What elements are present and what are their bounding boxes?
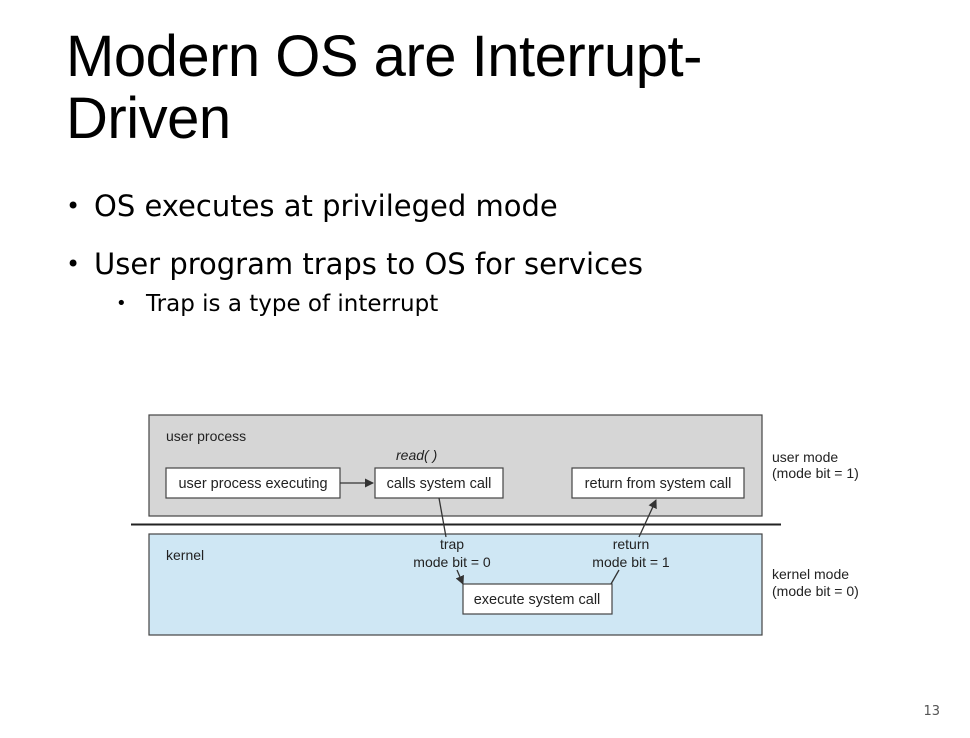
kernel-mode-label-line1: kernel mode [772, 566, 849, 582]
trap-label-line2: mode bit = 0 [413, 554, 491, 570]
bullet-text: OS executes at privileged mode [94, 189, 558, 223]
trap-label-line1: trap [440, 536, 464, 552]
user-process-executing-box [165, 467, 341, 499]
return-from-system-call-label: return from system call [585, 476, 732, 492]
bullet-dot-icon: • [66, 250, 81, 278]
user-process-executing-label: user process executing [178, 476, 327, 492]
user-mode-label-line1: user mode [772, 449, 838, 465]
handwritten-read-annotation: read( ) [396, 447, 437, 463]
kernel-region-label: kernel [166, 547, 204, 563]
sub-bullet-item: • Trap is a type of interrupt [116, 290, 926, 318]
sub-bullet-text: Trap is a type of interrupt [146, 291, 439, 317]
calls-system-call-label: calls system call [387, 476, 492, 492]
user-process-region [148, 414, 763, 517]
return-arrow-lower [610, 569, 620, 585]
calls-system-call-box [374, 467, 504, 499]
return-arrow [638, 499, 657, 538]
return-label-line2: mode bit = 1 [592, 554, 670, 570]
user-mode-label-line2: (mode bit = 1) [772, 465, 859, 481]
return-label-line1: return [613, 536, 650, 552]
user-region-label: user process [166, 428, 246, 444]
page-number: 13 [923, 704, 940, 719]
bullet-list: • OS executes at privileged mode • User … [66, 186, 926, 336]
bullet-dot-icon: • [66, 192, 81, 220]
title-line-1: Modern OS are Interrupt- [66, 24, 702, 89]
execute-system-call-box [462, 583, 613, 615]
bullet-item: • OS executes at privileged mode [66, 186, 926, 226]
title-line-2: Driven [66, 86, 231, 151]
bullet-dot-icon: • [116, 293, 127, 314]
trap-arrow-lower [455, 569, 464, 585]
trap-arrow [438, 497, 447, 538]
bullet-item: • User program traps to OS for services [66, 244, 926, 284]
kernel-region [148, 533, 763, 636]
execute-system-call-label: execute system call [474, 592, 601, 608]
kernel-mode-label-line2: (mode bit = 0) [772, 583, 859, 599]
bullet-text: User program traps to OS for services [94, 247, 643, 281]
return-from-system-call-box [571, 467, 745, 499]
slide-title: Modern OS are Interrupt- Driven [66, 26, 926, 150]
